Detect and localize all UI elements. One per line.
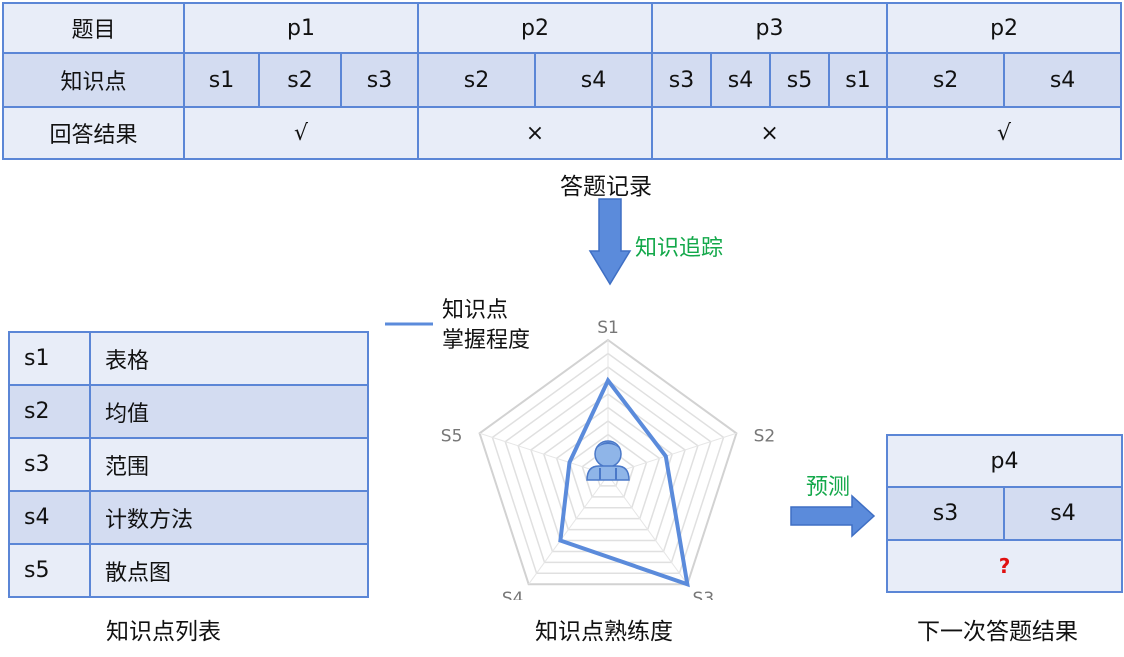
- skill-cell: s1: [183, 52, 260, 108]
- radar-grid-ring: [478, 338, 738, 586]
- next-answer-table: p4 s3 s4 ?: [886, 434, 1123, 593]
- right-arrow-icon: [790, 494, 876, 538]
- radar-axis-label: S2: [754, 426, 776, 446]
- radar-grid-ring: [555, 420, 661, 520]
- radar-grid-ring: [517, 379, 699, 553]
- radar-axis-label: S4: [502, 589, 524, 600]
- tracking-label: 知识追踪: [635, 236, 724, 261]
- skill-cell: s4: [1003, 52, 1123, 108]
- next-caption: 下一次答题结果: [917, 619, 1078, 645]
- skill-cell: s2: [258, 52, 342, 108]
- skill-cell: s1: [828, 52, 889, 108]
- skill-cell: s3: [339, 52, 420, 108]
- result-cell: √: [886, 106, 1123, 160]
- problem-cell: p2: [417, 2, 654, 54]
- radar-spoke: [528, 474, 609, 585]
- problem-cell: p1: [182, 2, 420, 54]
- skill-cell: s4: [534, 52, 654, 108]
- radar-grid-ring: [504, 366, 712, 564]
- result-cell: ×: [417, 106, 654, 160]
- skill-id: s2: [8, 384, 91, 439]
- skill-name: 表格: [89, 331, 369, 386]
- result-cell: √: [182, 106, 420, 160]
- unknown-result-mark: ?: [998, 553, 1011, 578]
- radar-caption: 知识点熟练度: [535, 619, 673, 645]
- radar-axis-label: S1: [597, 318, 619, 338]
- skill-cell: s3: [651, 52, 713, 108]
- problem-cell: p2: [886, 2, 1123, 54]
- student-avatar-icon: [586, 440, 630, 481]
- next-result-cell: ?: [886, 539, 1123, 593]
- skill-id: s1: [8, 331, 91, 386]
- radar-grid: [478, 338, 738, 586]
- skill-name: 散点图: [89, 543, 369, 598]
- skill-label: 知识点: [2, 52, 185, 108]
- skill-cell: s5: [769, 52, 831, 108]
- skill-list-table: s1 表格 s2 均值 s3 范围 s4 计数方法 s5 散点图: [8, 331, 369, 598]
- skill-name: 计数方法: [89, 490, 369, 545]
- radar-axis-label: S5: [441, 426, 463, 446]
- legend-line1: 知识点: [442, 298, 509, 323]
- next-skill-cell: s3: [886, 486, 1005, 541]
- result-label: 回答结果: [2, 106, 185, 160]
- radar-grid-ring: [581, 447, 635, 498]
- radar-grid-ring: [542, 406, 674, 531]
- skill-name: 均值: [89, 384, 369, 439]
- answer-record-table: 题目 p1 p2 p3 p2 知识点 s1 s2 s3 s2 s4 s3 s4 …: [2, 2, 1123, 160]
- result-cell: ×: [651, 106, 889, 160]
- radar-grid-ring: [491, 352, 725, 575]
- legend-line2: 掌握程度: [442, 328, 531, 353]
- skill-id: s5: [8, 543, 91, 598]
- legend-line: [385, 322, 433, 326]
- next-problem-cell: p4: [886, 434, 1123, 488]
- skill-cell: s2: [886, 52, 1006, 108]
- down-arrow-icon: [588, 198, 632, 286]
- legend-label: 知识点 掌握程度: [442, 296, 530, 356]
- radar-grid-ring: [530, 393, 686, 542]
- radar-axis-label: S3: [693, 589, 715, 600]
- radar-spoke: [479, 432, 609, 476]
- skill-cell: s2: [417, 52, 537, 108]
- predict-label: 预测: [806, 475, 851, 500]
- problem-cell: p3: [651, 2, 889, 54]
- radar-grid-ring: [568, 433, 648, 509]
- radar-spoke: [607, 474, 688, 585]
- next-skill-cell: s4: [1003, 486, 1123, 541]
- skill-name: 范围: [89, 437, 369, 492]
- answer-record-caption: 答题记录: [560, 174, 652, 200]
- skill-id: s4: [8, 490, 91, 545]
- header-label: 题目: [2, 2, 185, 54]
- skill-cell: s4: [710, 52, 772, 108]
- skill-id: s3: [8, 437, 91, 492]
- mastery-polygon: [558, 376, 690, 588]
- radar-spoke: [607, 432, 737, 476]
- skill-list-caption: 知识点列表: [106, 619, 221, 645]
